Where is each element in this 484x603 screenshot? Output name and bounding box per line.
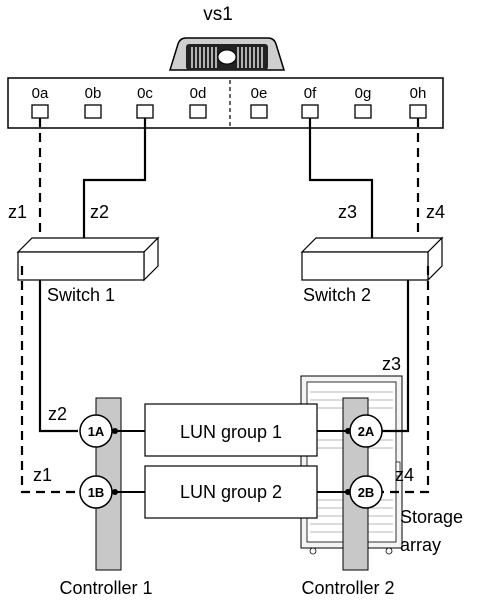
target-port-2b-label: 2B	[358, 485, 375, 500]
port-0d[interactable]	[189, 104, 207, 119]
port-label-0d: 0d	[190, 85, 207, 102]
zone-label-z1-bottom: z1	[33, 465, 52, 485]
lun-group-1-label: LUN group 1	[180, 422, 282, 442]
connector-dot-1b	[112, 489, 118, 495]
port-0b[interactable]	[84, 104, 102, 119]
switch-1-label: Switch 1	[47, 285, 115, 305]
switch-1-icon[interactable]	[16, 236, 160, 282]
port-0f[interactable]	[301, 104, 319, 119]
lun-group-2-box[interactable]	[144, 465, 318, 519]
target-port-1b[interactable]: 1B	[79, 475, 113, 509]
switch-2-label: Switch 2	[303, 285, 371, 305]
port-0e[interactable]	[250, 104, 268, 119]
lun-group-2-label: LUN group 2	[180, 482, 282, 502]
zone-label-z3-top: z3	[338, 202, 357, 222]
zone-label-z4-bottom: z4	[395, 465, 414, 485]
dashed-cables	[20, 118, 430, 494]
connector-dot-1a	[112, 428, 118, 434]
controller-2-label: Controller 2	[301, 578, 394, 598]
port-0g[interactable]	[354, 104, 372, 119]
port-label-0h: 0h	[410, 85, 427, 102]
zone-label-z4-top: z4	[426, 202, 445, 222]
target-port-2a-label: 2A	[358, 424, 375, 439]
controller-1-label: Controller 1	[59, 578, 152, 598]
target-port-1b-label: 1B	[88, 485, 105, 500]
switch-2-icon[interactable]	[300, 236, 444, 282]
lun-connectors	[113, 430, 350, 493]
port-label-0c: 0c	[137, 85, 153, 102]
controller-title: vs1	[203, 4, 233, 25]
port-label-0f: 0f	[304, 85, 317, 102]
port-label-0e: 0e	[251, 85, 268, 102]
lun-group-1-box[interactable]	[144, 403, 318, 457]
solid-cables	[38, 118, 410, 433]
port-panel	[7, 77, 444, 129]
target-port-2a[interactable]: 2A	[349, 414, 383, 448]
port-0c[interactable]	[136, 104, 154, 119]
target-port-1a[interactable]: 1A	[79, 414, 113, 448]
port-0a[interactable]	[31, 104, 49, 119]
port-label-0a: 0a	[32, 85, 49, 102]
port-0h[interactable]	[409, 104, 427, 119]
zone-label-z2-bottom: z2	[48, 404, 67, 424]
target-port-1a-label: 1A	[88, 424, 105, 439]
storage-array-label-line1: Storage	[400, 507, 463, 527]
zone-label-z2-top: z2	[90, 202, 109, 222]
target-port-2b[interactable]: 2B	[349, 475, 383, 509]
zone-label-z1-top: z1	[8, 202, 27, 222]
port-label-0g: 0g	[355, 85, 372, 102]
storage-array-label-line2: array	[400, 535, 441, 555]
zone-label-z3-bottom: z3	[382, 354, 401, 374]
port-label-0b: 0b	[85, 85, 102, 102]
storage-controller-icon	[168, 37, 286, 71]
